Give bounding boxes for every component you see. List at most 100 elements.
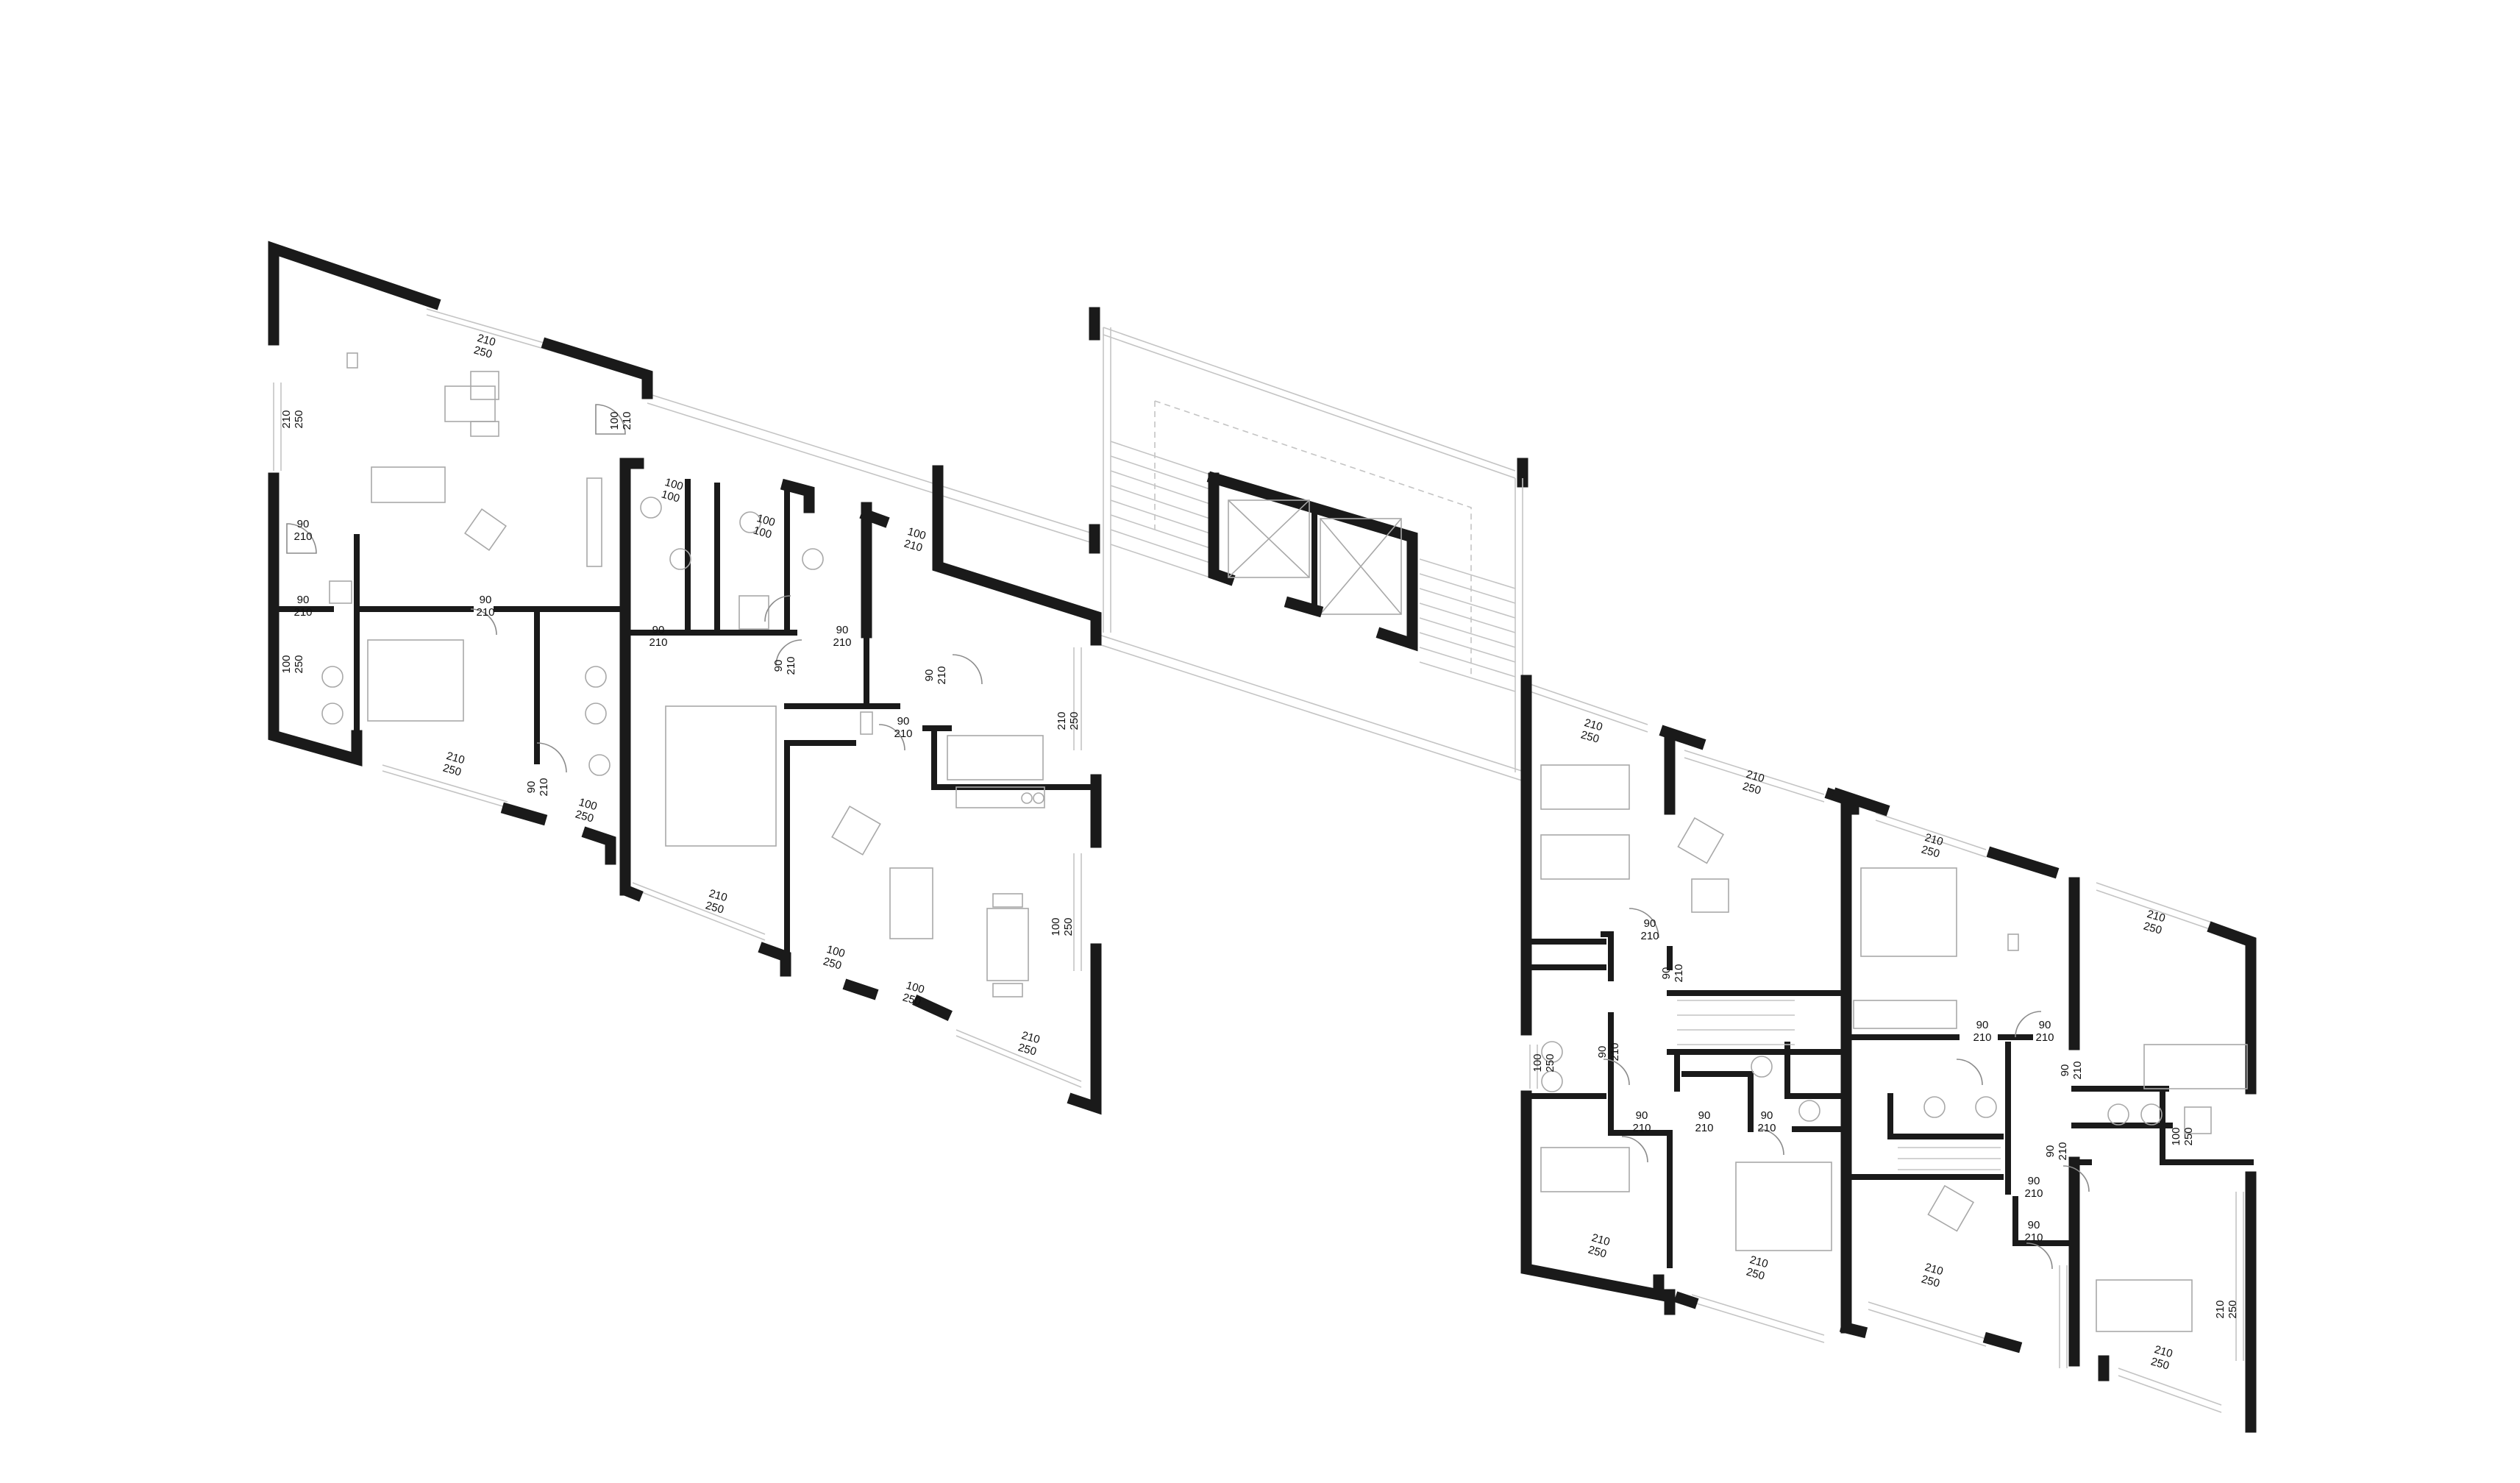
label-height: 210 [894,728,912,740]
label-height: 210 [1640,930,1659,942]
label-height: 250 [293,655,305,673]
label-height: 210 [1609,1042,1621,1061]
label-height: 250 [1068,711,1081,730]
label-width: 100 [905,979,926,996]
right-building [1520,675,2257,1433]
sofa-icon-2 [889,867,933,939]
bed-icon-2 [665,705,777,847]
label-width: 90 [1660,967,1673,980]
label-height: 250 [1920,1273,1941,1290]
label-width: 90 [480,594,492,606]
label-width: 100 [577,796,599,813]
label-height: 250 [1017,1041,1038,1058]
label-height: 210 [1695,1122,1713,1134]
label-height: 210 [1632,1122,1651,1134]
label-width: 210 [1745,768,1766,785]
label-height: 210 [2024,1187,2043,1200]
label-height: 210 [2057,1142,2069,1160]
label-height: 210 [1673,964,1685,982]
bed-icon-6 [1735,1162,1832,1251]
label-width: 210 [1020,1029,1042,1046]
label-height: 210 [833,636,851,649]
label-height: 250 [2182,1127,2195,1145]
label-height: 250 [293,410,305,428]
label-width: 90 [772,660,785,672]
label-height: 100 [752,524,773,541]
label-width: 90 [1698,1109,1711,1122]
label-width: 90 [897,715,910,728]
label-width: 90 [297,518,310,530]
label-width: 90 [525,781,538,794]
label-height: 210 [476,606,494,619]
stair-core [1089,307,1528,772]
kitchen-counter-icon [955,786,1045,808]
label-width: 210 [2153,1343,2174,1360]
label-width: 90 [923,669,936,682]
dining-table-icon [986,908,1029,981]
label-width: 210 [1923,831,1945,848]
label-width: 90 [1976,1019,1989,1031]
label-height: 210 [621,411,633,430]
label-height: 210 [903,537,924,554]
label-height: 210 [293,606,312,619]
label-height: 250 [1587,1243,1608,1260]
label-height: 210 [2071,1061,2084,1079]
label-height: 100 [660,488,681,505]
stair-steps-icon [1110,441,1211,578]
label-height: 250 [1579,728,1601,745]
label-height: 210 [1757,1122,1776,1134]
label-width: 90 [1761,1109,1773,1122]
label-height: 250 [1745,1265,1766,1282]
label-height: 250 [2149,1355,2171,1372]
label-width: 100 [2170,1127,2182,1145]
bed-icon-7 [2096,1279,2193,1332]
label-width: 100 [906,525,928,542]
label-height: 210 [936,666,948,684]
label-width: 210 [1923,1261,1945,1278]
label-width: 90 [2044,1145,2057,1158]
label-width: 210 [445,750,466,767]
label-width: 210 [708,887,729,904]
label-height: 250 [704,899,725,916]
label-width: 210 [2214,1300,2227,1318]
label-width: 90 [1636,1109,1648,1122]
toilet-icon [321,666,344,688]
label-height: 250 [2227,1300,2239,1318]
label-height: 210 [293,530,312,543]
label-width: 90 [1644,917,1656,930]
label-height: 250 [574,808,595,825]
label-width: 100 [755,512,777,529]
door-swing-icon [595,404,626,435]
